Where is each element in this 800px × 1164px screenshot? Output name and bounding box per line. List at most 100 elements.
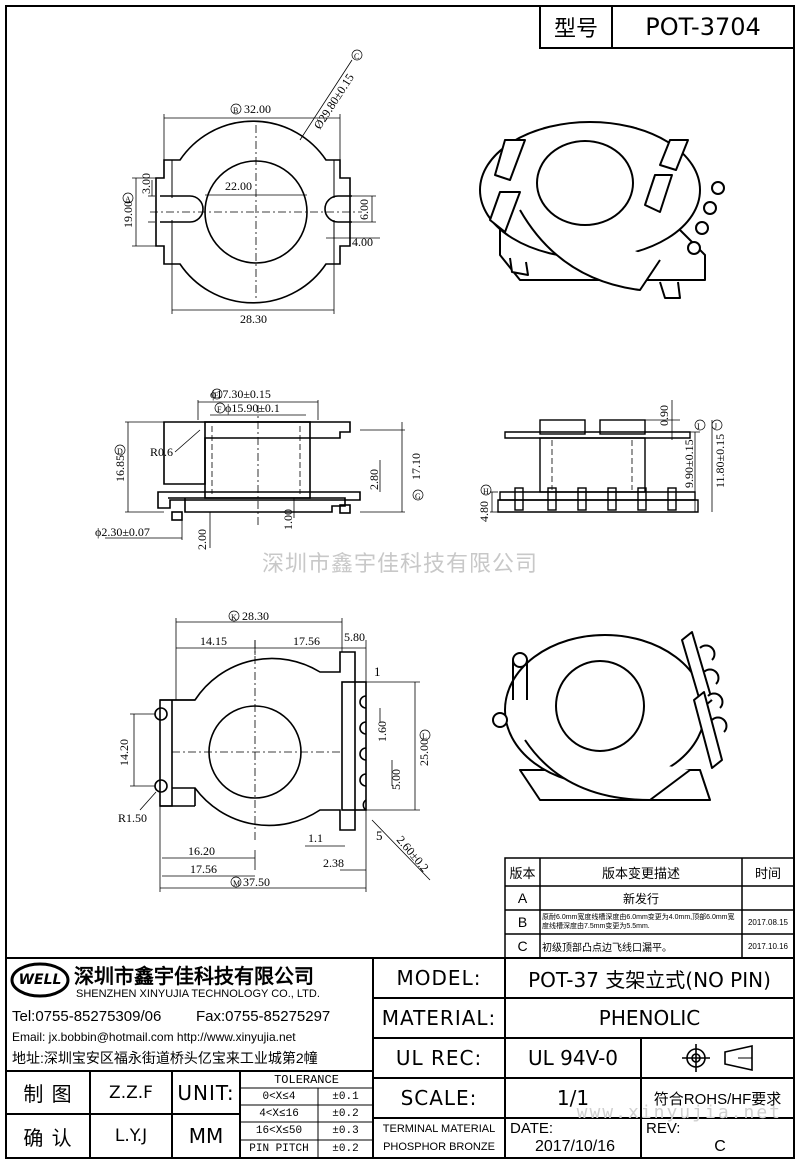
unit-label: UNIT:: [177, 1080, 235, 1105]
company-name-en: SHENZHEN XINYUJIA TECHNOLOGY CO., LTD.: [76, 988, 320, 1000]
terminal-material-value: PHOSPHOR BRONZE: [383, 1141, 495, 1153]
dim-990: 9.90±0.15: [682, 439, 696, 488]
tolerance-value: ±0.1: [332, 1090, 359, 1103]
letter-e: E: [214, 391, 219, 400]
dim-1420: 14.20: [117, 739, 131, 766]
company-tel: Tel:0755-85275309/06: [12, 1007, 162, 1025]
letter-c: C: [354, 52, 359, 61]
rev-row-ver: A: [517, 890, 528, 906]
scale-value: 1/1: [556, 1086, 590, 1110]
rev-row-ver: C: [517, 938, 528, 954]
model-label: MODEL:: [396, 966, 482, 990]
letter-d: D: [117, 447, 123, 456]
dim-1415: 14.15: [200, 634, 227, 648]
dim-1756b: 17.56: [190, 862, 217, 876]
letter-l: L: [422, 732, 427, 741]
tolerance-value: ±0.2: [332, 1107, 359, 1120]
ul-rec-value: UL 94V-0: [527, 1046, 619, 1070]
dim-r150: R1.50: [118, 811, 147, 825]
label-5: 5: [376, 828, 383, 843]
dim-b: 32.00: [244, 102, 271, 116]
dim-2500: 25.00: [417, 739, 431, 766]
drawn-value: Z.Z.F: [109, 1082, 153, 1103]
company-logo: [10, 962, 70, 998]
scale-label: SCALE:: [400, 1086, 478, 1110]
dim-1620: 16.20: [188, 844, 215, 858]
dim-480: 4.80: [477, 501, 491, 522]
date-label: DATE:: [510, 1119, 554, 1137]
dim-238: 2.38: [323, 856, 344, 870]
letter-a: A: [125, 195, 131, 204]
dim-1180: 11.80±0.15: [713, 434, 727, 488]
dim-w3: 3.00: [139, 173, 153, 194]
dim-160: 1.60: [375, 721, 389, 742]
tolerance-title: TOLERANCE: [274, 1072, 339, 1087]
rev-row-desc: 初级顶部凸点边飞线口漏平。: [542, 942, 672, 954]
dim-090: 0.90: [657, 405, 671, 426]
letter-f: F: [217, 405, 222, 414]
tolerance-value: ±0.3: [332, 1125, 359, 1137]
dim-1710: 17.10: [409, 453, 423, 480]
check-value: L.Y.J: [114, 1126, 148, 1146]
model-value: POT-37 支架立式(NO PIN): [528, 967, 771, 992]
rev-label: REV:: [646, 1119, 681, 1137]
model-code: POT-3704: [645, 13, 761, 41]
check-label: 确 认: [23, 1125, 73, 1150]
rev-header-ver: 版本: [509, 865, 536, 881]
dim-4: 4.00: [352, 235, 373, 249]
ul-rec-label: UL REC:: [395, 1046, 483, 1070]
watermark-url: www.xinyujia.net: [576, 1102, 782, 1123]
rev-row-date: 2017.08.15: [747, 917, 789, 927]
rev-header-desc: 版本变更描述: [601, 865, 680, 881]
rev-row-ver: B: [517, 914, 528, 930]
dim-a: 19.00: [121, 201, 135, 228]
tolerance-range: 4<X≤16: [259, 1107, 299, 1120]
material-label: MATERIAL:: [381, 1006, 497, 1030]
tolerance-range: 0<X≤4: [262, 1090, 296, 1103]
company-email: Email: jx.bobbin@hotmail.com http://www.…: [12, 1030, 296, 1044]
letter-k: K: [231, 613, 237, 622]
terminal-material-label: TERMINAL MATERIAL: [382, 1123, 496, 1135]
dim-22: 22.00: [225, 179, 252, 193]
dim-1685: 16.85: [113, 455, 127, 482]
watermark-text: 深圳市鑫宇佳科技有限公司: [261, 552, 538, 577]
rev-row-desc: 新发行: [622, 891, 659, 906]
rev-value: C: [714, 1138, 726, 1155]
dim-500: 5.00: [389, 769, 403, 790]
dim-280: 2.80: [367, 469, 381, 490]
dim-1756: 17.56: [293, 634, 320, 648]
dim-k: 28.30: [242, 609, 269, 623]
dim-230: ϕ2.30±0.07: [95, 525, 150, 539]
dim-m: 37.50: [243, 875, 270, 889]
projection-symbols: [682, 1044, 753, 1072]
rev-row-date: 2017.10.16: [747, 941, 789, 951]
tolerance-value: ±0.2: [332, 1143, 359, 1155]
dim-580: 5.80: [344, 630, 365, 644]
dim-100: 1.00: [281, 509, 295, 530]
rev-header-date: 时间: [754, 865, 781, 881]
unit-value: MM: [188, 1124, 224, 1148]
rev-row-desc: 原耐6.0mm宽度线槽深度由6.0mm变更为4.0mm,顶部6.0mm宽度线槽深…: [542, 914, 735, 930]
company-logo-text: WELL: [18, 972, 62, 988]
letter-j: J: [714, 422, 717, 431]
dim-r: R0.6: [150, 445, 173, 459]
dim-e: ϕ17.30±0.15: [210, 387, 271, 401]
dim-6: 6.00: [357, 199, 371, 220]
label-1: 1: [374, 664, 381, 679]
type-label: 型号: [553, 17, 598, 42]
company-name-cn: 深圳市鑫宇佳科技有限公司: [74, 963, 314, 988]
dim-f: ϕ15.90±0.1: [225, 401, 280, 415]
tolerance-range: 16<X≤50: [255, 1125, 303, 1137]
company-address: 地址:深圳宝安区福永街道桥头亿宝来工业城第2幢: [12, 1050, 318, 1066]
letter-b: B: [233, 106, 238, 115]
